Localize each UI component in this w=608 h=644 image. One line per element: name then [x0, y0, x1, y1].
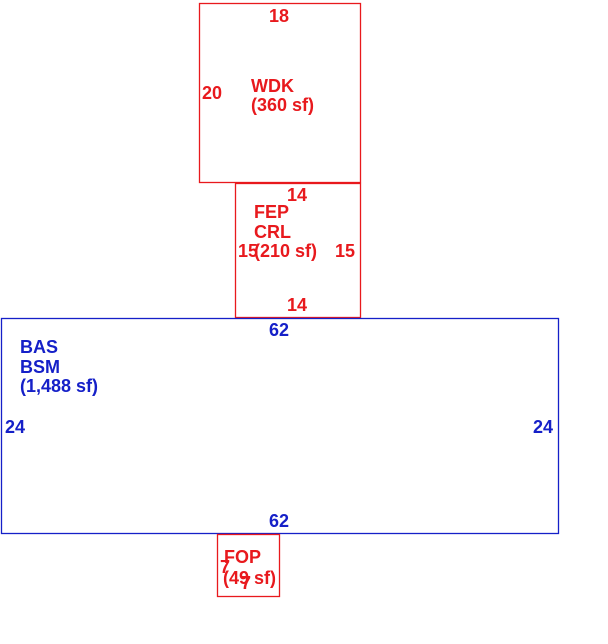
wdk-dim-left: 20: [202, 83, 222, 103]
fop-dim-left: 7: [220, 557, 230, 577]
bas-area-label: (1,488 sf): [20, 376, 98, 396]
fop-code: FOP: [224, 547, 261, 567]
wdk-outline: [198, 2, 362, 184]
fep-code: FEP: [254, 202, 289, 222]
bas-dim-bottom: 62: [269, 511, 289, 531]
fep-outline: [234, 182, 362, 319]
fop-dim-bottom: 7: [241, 573, 251, 593]
fep-dim-left: 15: [238, 241, 258, 261]
wdk-dim-top: 18: [269, 6, 289, 26]
bas-outline: [0, 317, 560, 535]
fep-dim-top: 14: [287, 185, 307, 205]
crl-code: CRL: [254, 222, 291, 242]
bas-dim-top: 62: [269, 320, 289, 340]
wdk-area-label: (360 sf): [251, 95, 314, 115]
bas-area: 62 BAS BSM (1,488 sf) 24 24 62: [0, 317, 560, 535]
fep-area: 14 FEP CRL 15 (210 sf) 15 14: [234, 182, 362, 319]
fep-dim-bottom: 14: [287, 295, 307, 315]
bas-dim-left: 24: [5, 417, 25, 437]
bas-code: BAS: [20, 337, 58, 357]
fep-dim-right: 15: [335, 241, 355, 261]
bas-dim-right: 24: [533, 417, 553, 437]
fop-area: FOP 7 (49 sf) 7: [216, 533, 281, 598]
fep-area-label: (210 sf): [254, 241, 317, 261]
bsm-code: BSM: [20, 357, 60, 377]
fop-outline: [216, 533, 281, 598]
fop-area-label: (49 sf): [223, 568, 276, 588]
wdk-area: 18 20 WDK (360 sf): [198, 2, 362, 184]
wdk-code: WDK: [251, 76, 294, 96]
